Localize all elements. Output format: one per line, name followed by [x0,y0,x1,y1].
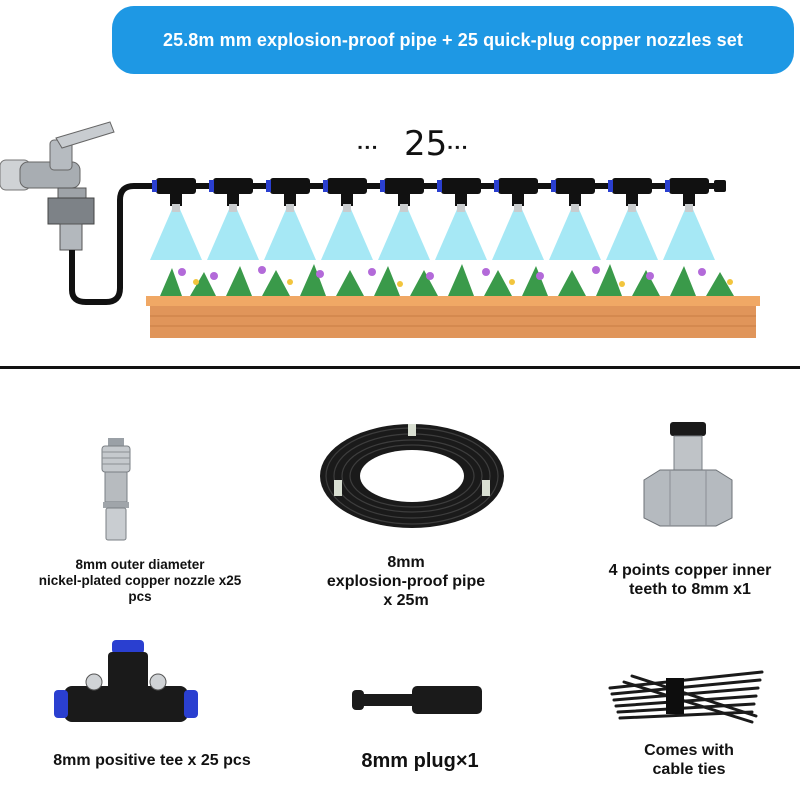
plants [160,264,734,296]
item-caption-nozzle: 8mm outer diameter nickel-plated copper … [38,557,242,604]
title-banner: 25.8m mm explosion-proof pipe + 25 quick… [112,6,794,74]
item-caption-tee: 8mm positive tee x 25 pcs [53,752,251,769]
hose-line [69,183,724,305]
dots-right: ▪▪▪ [448,140,470,154]
plug-image [352,686,482,714]
copper-nozzle-image [101,438,131,541]
tee-fittings [152,178,726,212]
nozzle-count-label: 25 [404,124,448,164]
copper-adapter-image [643,422,733,527]
installation-illustration [0,121,760,338]
coiled-pipe-image [320,424,504,528]
dots-left: ▪▪▪ [358,140,380,154]
item-caption-cable-ties: Comes with cable ties [644,742,734,778]
item-caption-adapter: 4 points copper inner teeth to 8mm x1 [608,562,772,598]
tee-fitting-image [54,640,198,722]
faucet-icon [0,121,115,251]
mist-sprays [150,200,715,260]
cable-ties-image [608,670,764,724]
section-divider [0,366,800,369]
item-caption-pipe: 8mm explosion-proof pipe x 25m [326,554,486,609]
banner-title: 25.8m mm explosion-proof pipe + 25 quick… [162,29,744,50]
item-caption-plug: 8mm plug×1 [361,750,479,772]
planter-box [146,296,760,338]
